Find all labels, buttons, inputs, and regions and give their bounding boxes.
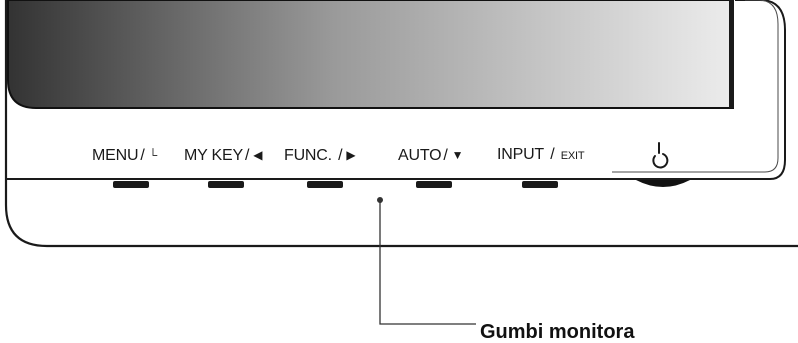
screen-panel — [7, 0, 734, 109]
right-arrow-icon: ▶ — [346, 148, 356, 162]
auto-label: AUTO/▼ — [398, 144, 463, 166]
menu-button-tab[interactable] — [113, 181, 149, 188]
menu-label: MENU/└ — [92, 144, 157, 166]
auto-button-tab[interactable] — [416, 181, 452, 188]
down-arrow-icon: ▼ — [451, 148, 464, 162]
my-key-label: MY KEY/◀ — [184, 144, 262, 166]
bezel-inner-right — [612, 0, 779, 173]
input-label: INPUT / EXIT — [497, 146, 585, 163]
my-key-button-tab[interactable] — [208, 181, 244, 188]
callout-leader — [379, 200, 476, 325]
callout-label: Gumbi monitora — [480, 321, 635, 343]
bezel-right-edge — [610, 0, 786, 180]
return-icon: └ — [148, 148, 158, 162]
left-arrow-icon: ◀ — [253, 148, 263, 162]
power-icon — [652, 142, 669, 169]
power-button-knob[interactable] — [636, 180, 690, 187]
func-label: FUNC. /▶ — [284, 144, 356, 166]
func-button-tab[interactable] — [307, 181, 343, 188]
input-button-tab[interactable] — [522, 181, 558, 188]
